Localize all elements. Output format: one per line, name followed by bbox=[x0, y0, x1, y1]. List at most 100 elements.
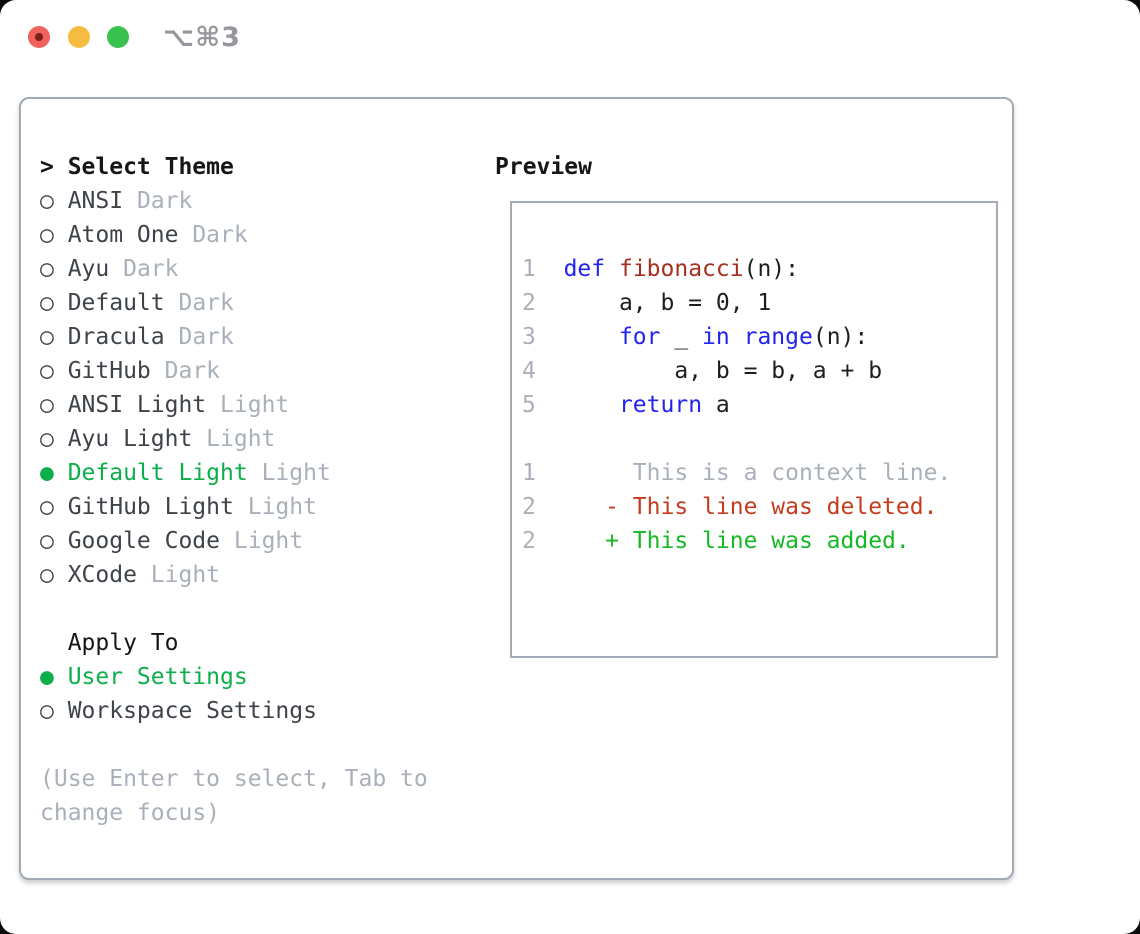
theme-name: Default bbox=[67, 290, 165, 316]
help-text-line: change focus) bbox=[40, 800, 221, 826]
focus-prompt-icon: > bbox=[40, 154, 54, 180]
code-segment-keyword: def bbox=[563, 256, 606, 282]
theme-name: XCode bbox=[67, 562, 137, 588]
apply-option-user-settings[interactable]: ● User Settings bbox=[40, 660, 490, 694]
apply-to-list: ● User Settings ○ Workspace Settings bbox=[40, 660, 490, 728]
window-titlebar: ⌥⌘3 bbox=[0, 0, 1140, 76]
theme-option-dracula[interactable]: ○ Dracula Dark bbox=[40, 320, 490, 354]
code-segment-keyword: range bbox=[743, 324, 813, 350]
code-segment-plain: a bbox=[702, 392, 730, 418]
theme-name: GitHub bbox=[67, 358, 151, 384]
theme-name: Dracula bbox=[67, 324, 165, 350]
line-number: 3 bbox=[522, 324, 536, 350]
code-segment-deleted: - This line was deleted. bbox=[563, 494, 938, 520]
apply-option-label: Workspace Settings bbox=[67, 698, 317, 724]
theme-name: ANSI bbox=[67, 188, 124, 214]
window-shortcut-label: ⌥⌘3 bbox=[163, 22, 241, 53]
theme-option-ansi-light[interactable]: ○ANSI Light Light bbox=[40, 388, 490, 422]
radio-icon: ○ bbox=[40, 528, 54, 554]
line-number: 5 bbox=[522, 392, 536, 418]
code-segment-added: + This line was added. bbox=[563, 528, 910, 554]
code-line: 3 for _ in range(n): bbox=[522, 320, 996, 354]
spacer bbox=[40, 728, 490, 762]
code-line: 1 def fibonacci(n): bbox=[522, 252, 996, 286]
minimize-button[interactable] bbox=[68, 26, 90, 48]
close-button-dot-icon bbox=[35, 33, 43, 41]
radio-icon: ○ bbox=[40, 324, 54, 350]
theme-name: Google Code bbox=[67, 528, 221, 554]
theme-option-default-light[interactable]: ●Default Light Light bbox=[40, 456, 490, 490]
line-number: 2 bbox=[522, 528, 536, 554]
theme-option-ayu-light[interactable]: ○ Ayu Light Light bbox=[40, 422, 490, 456]
help-text-line: (Use Enter to select, Tab to bbox=[40, 766, 428, 792]
theme-option-google-code[interactable]: ○ Google Code Light bbox=[40, 524, 490, 558]
code-line: 5 return a bbox=[522, 388, 996, 422]
apply-option-workspace-settings[interactable]: ○ Workspace Settings bbox=[40, 694, 490, 728]
theme-variant-badge: Dark bbox=[178, 290, 234, 316]
theme-selector-pane: >Select Theme ○ANSI Dark○Atom One Dark○A… bbox=[40, 150, 490, 830]
code-segment-function: fibonacci bbox=[618, 256, 744, 282]
preview-pane: Preview 1 def fibonacci(n):2 a, b = 0, 1… bbox=[495, 150, 998, 658]
theme-option-ansi[interactable]: ○ ANSI Dark bbox=[40, 184, 490, 218]
code-segment-plain bbox=[564, 324, 619, 350]
theme-name: Ayu bbox=[67, 256, 110, 282]
main-panel: >Select Theme ○ANSI Dark○Atom One Dark○A… bbox=[19, 97, 1014, 880]
preview-heading: Preview bbox=[495, 154, 592, 180]
theme-name: Default Light bbox=[67, 460, 248, 486]
theme-option-atom-one[interactable]: ○ Atom One Dark bbox=[40, 218, 490, 252]
code-segment-context: This is a context line. bbox=[563, 460, 952, 486]
code-segment-plain bbox=[730, 324, 744, 350]
code-segment-plain: _ bbox=[660, 324, 703, 350]
theme-option-xcode[interactable]: ○ XCode Light bbox=[40, 558, 490, 592]
code-segment-keyword: for bbox=[618, 324, 661, 350]
theme-variant-badge: Dark bbox=[178, 324, 234, 350]
apply-to-heading-label: Apply To bbox=[67, 630, 179, 656]
code-segment-plain: (n): bbox=[812, 324, 869, 350]
radio-icon: ○ bbox=[40, 256, 54, 282]
radio-icon: ○ bbox=[40, 562, 54, 588]
theme-variant-badge: Dark bbox=[164, 358, 221, 384]
code-segment-keyword: return bbox=[618, 392, 703, 418]
theme-variant-badge: Light bbox=[220, 392, 290, 418]
code-segment-plain: a, b = 0, 1 bbox=[563, 290, 772, 316]
line-number: 2 bbox=[522, 494, 536, 520]
theme-variant-badge: Light bbox=[247, 494, 317, 520]
theme-variant-badge: Dark bbox=[136, 188, 193, 214]
line-number: 2 bbox=[522, 290, 536, 316]
theme-option-ayu[interactable]: ○Ayu Dark bbox=[40, 252, 490, 286]
theme-option-github-light[interactable]: ○GitHub Light Light bbox=[40, 490, 490, 524]
apply-to-heading: Apply To bbox=[40, 626, 490, 660]
radio-icon: ○ bbox=[40, 222, 54, 248]
line-number: 1 bbox=[522, 256, 536, 282]
radio-icon: ○ bbox=[40, 426, 54, 452]
theme-option-default[interactable]: ○ Default Dark bbox=[40, 286, 490, 320]
maximize-button[interactable] bbox=[107, 26, 129, 48]
theme-variant-badge: Dark bbox=[192, 222, 248, 248]
theme-variant-badge: Light bbox=[206, 426, 276, 452]
close-button[interactable] bbox=[28, 26, 50, 48]
radio-icon: ○ bbox=[40, 188, 54, 214]
theme-variant-badge: Light bbox=[150, 562, 221, 588]
apply-option-label: User Settings bbox=[67, 664, 248, 690]
line-number: 1 bbox=[522, 460, 536, 486]
radio-icon: ○ bbox=[40, 698, 54, 724]
code-line: 4 a, b = b, a + b bbox=[522, 354, 996, 388]
radio-selected-icon: ● bbox=[40, 664, 54, 690]
code-segment-keyword: in bbox=[702, 324, 730, 350]
theme-option-github[interactable]: ○ GitHub Dark bbox=[40, 354, 490, 388]
select-theme-heading-label: Select Theme bbox=[67, 154, 234, 180]
radio-selected-icon: ● bbox=[40, 460, 54, 486]
theme-name: ANSI Light bbox=[67, 392, 207, 418]
code-segment-plain bbox=[564, 392, 619, 418]
radio-icon: ○ bbox=[40, 290, 54, 316]
select-theme-heading: > Select Theme bbox=[40, 150, 490, 184]
theme-name: Atom One bbox=[67, 222, 179, 248]
theme-name: Ayu Light bbox=[67, 426, 193, 452]
radio-icon: ○ bbox=[40, 358, 54, 384]
code-line: 2 - This line was deleted. bbox=[522, 490, 996, 524]
line-number: 4 bbox=[522, 358, 536, 384]
theme-variant-badge: Light bbox=[233, 528, 304, 554]
